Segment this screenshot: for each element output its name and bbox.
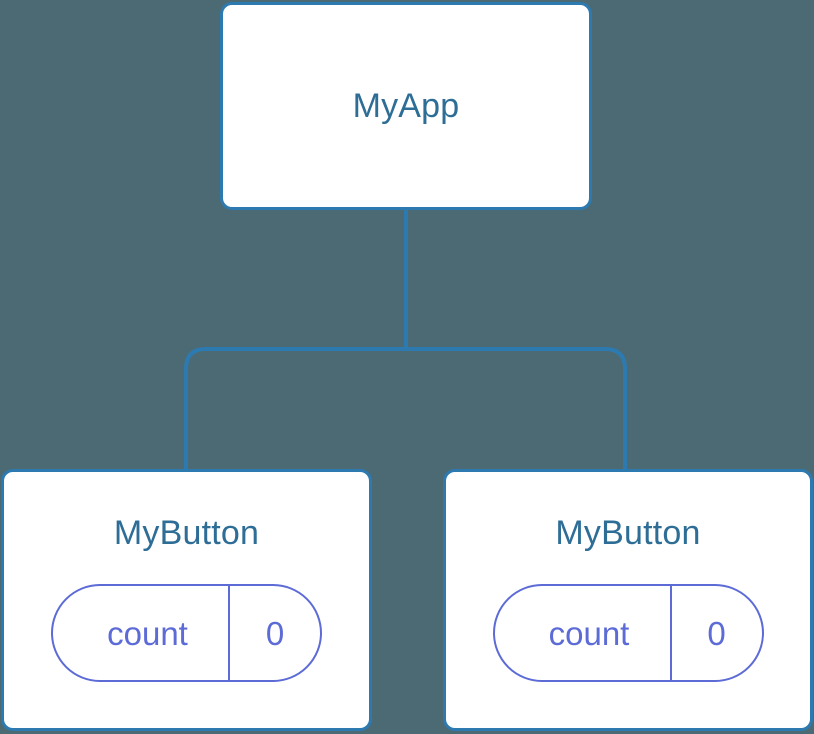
- node-mybutton-1-label: MyButton: [555, 514, 701, 552]
- edge-root-to-button-0: [184, 347, 406, 470]
- node-myapp-label: MyApp: [352, 87, 460, 125]
- state-pill-1[interactable]: count 0: [492, 584, 764, 682]
- node-mybutton-1[interactable]: MyButton count 0: [443, 469, 813, 731]
- state-value-1: 0: [669, 586, 762, 680]
- node-mybutton-0-label: MyButton: [113, 514, 260, 552]
- state-key-1: count: [548, 614, 630, 652]
- node-mybutton-0[interactable]: MyButton count 0: [1, 469, 372, 731]
- edge-root-to-button-1: [406, 347, 627, 470]
- state-value-0: 0: [228, 586, 320, 680]
- node-myapp[interactable]: MyApp: [220, 2, 592, 210]
- state-key-0: count: [107, 614, 188, 652]
- state-pill-0[interactable]: count 0: [51, 584, 322, 682]
